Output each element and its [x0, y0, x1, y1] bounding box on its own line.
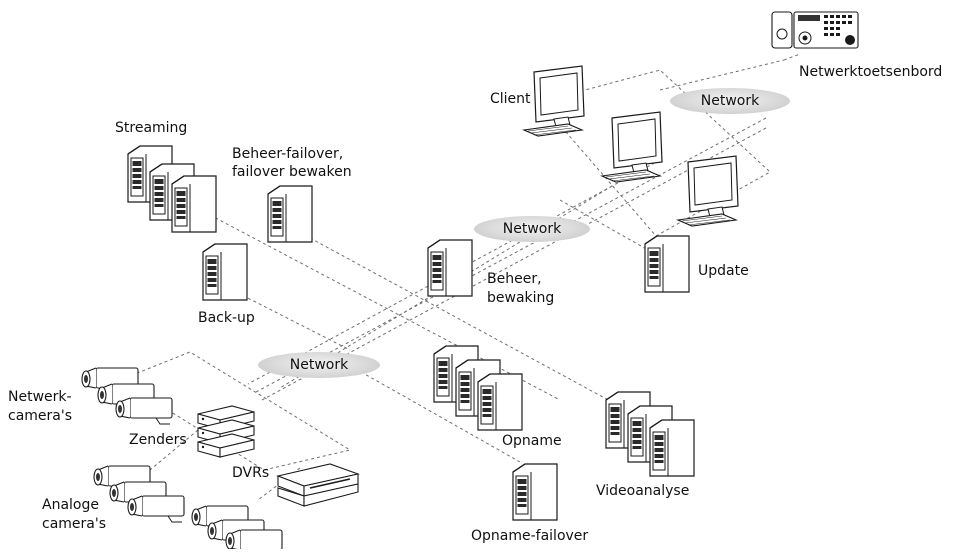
client-pc-icon — [677, 155, 739, 227]
backup-label: Back-up — [198, 310, 255, 326]
management-failover-server-icon — [267, 185, 313, 243]
encoders-label: Zenders — [129, 432, 187, 448]
client-pc-icon — [523, 65, 585, 137]
streaming-label: Streaming — [115, 120, 188, 136]
video-analytics-server-icon — [605, 391, 695, 477]
network-cloud-bottom: Network — [258, 352, 380, 378]
analog-camera-icon — [93, 465, 185, 523]
management-failover-label-2: failover bewaken — [232, 164, 352, 180]
dvrs-label: DVRs — [232, 465, 270, 481]
management-server-icon — [427, 239, 473, 297]
recording-label: Opname — [502, 433, 562, 449]
camera-icon — [191, 505, 283, 554]
recording-failover-label: Opname-failover — [471, 528, 589, 544]
network-cameras-label-1: Netwerk- — [8, 389, 72, 405]
keyboard-label: Netwerktoetsenbord — [799, 64, 943, 80]
streaming-server-icon — [127, 145, 217, 233]
network-camera-icon — [81, 367, 173, 425]
management-label-1: Beheer, — [487, 271, 542, 287]
management-failover-label-1: Beheer-failover, — [232, 146, 344, 162]
network-cloud-top: Network — [670, 88, 790, 114]
network-cloud-middle: Network — [474, 216, 590, 242]
network-cameras-label-2: camera's — [8, 408, 73, 424]
client-label: Client — [490, 91, 531, 107]
video-analytics-label: Videoanalyse — [596, 483, 690, 499]
management-label-2: bewaking — [487, 290, 555, 306]
update-server-icon — [644, 235, 690, 293]
network-keyboard-icon — [771, 11, 859, 49]
backup-server-icon — [202, 243, 248, 301]
update-label: Update — [698, 263, 749, 279]
analog-cameras-label-1: Analoge — [42, 497, 99, 513]
recording-failover-server-icon — [512, 463, 558, 521]
dvr-icon — [276, 463, 360, 507]
client-pc-icon — [601, 111, 663, 183]
recording-server-icon — [433, 345, 523, 431]
encoder-icon — [197, 405, 255, 458]
analog-cameras-label-2: camera's — [42, 516, 107, 532]
